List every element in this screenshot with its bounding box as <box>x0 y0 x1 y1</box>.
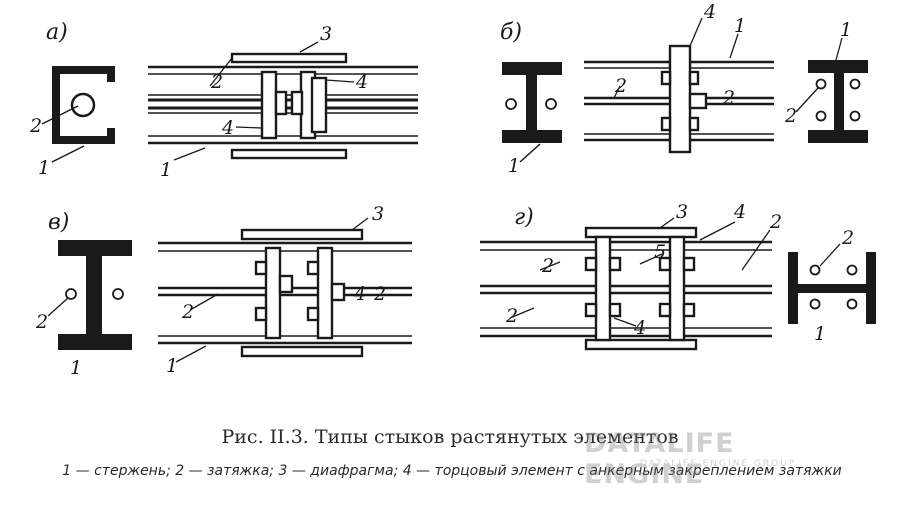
watermark: DATALIFE ENGINE DATALIFE ENGINE GROUP <box>560 428 860 490</box>
panel-b: б) 1 4 1 <box>500 1 868 177</box>
label-2: 2 <box>541 255 554 277</box>
label-4: 4 <box>703 1 716 23</box>
label-3: 3 <box>372 203 384 225</box>
label-4: 4 <box>633 317 646 339</box>
label-1: 1 <box>166 355 178 377</box>
label-4: 4 <box>733 201 746 223</box>
label-4: 4 <box>353 283 366 305</box>
panel-d: г) 3 <box>480 201 876 351</box>
label-2: 2 <box>505 305 518 327</box>
label-1: 1 <box>814 323 826 345</box>
panel-d-cross-section: 2 1 <box>788 227 876 345</box>
label-1: 1 <box>70 357 82 379</box>
figure-caption: Рис. II.3. Типы стыков растянутых элемен… <box>221 426 679 448</box>
panel-b-side-view: 4 1 2 2 <box>584 1 774 154</box>
label-3: 3 <box>320 23 332 45</box>
panel-a-letter: а) <box>46 20 68 45</box>
watermark-sub: DATALIFE ENGINE GROUP <box>640 459 797 469</box>
label-2: 2 <box>373 283 386 305</box>
panel-c: в) 2 1 <box>35 203 412 379</box>
label-3: 3 <box>676 201 688 223</box>
label-1: 1 <box>840 19 852 41</box>
panel-a-cross-section: 2 1 <box>29 66 115 179</box>
label-2: 2 <box>769 211 782 233</box>
label-2: 2 <box>841 227 854 249</box>
label-2: 2 <box>784 105 797 127</box>
panel-c-side-view: 3 2 4 2 1 <box>158 203 412 377</box>
label-4: 4 <box>355 71 368 93</box>
label-2: 2 <box>29 115 42 137</box>
label-1: 1 <box>160 159 172 181</box>
panel-a-side-view: 3 2 4 4 1 <box>148 23 418 181</box>
label-2: 2 <box>181 301 194 323</box>
label-2: 2 <box>614 75 627 97</box>
panel-d-side-view: 3 4 2 5 2 2 4 <box>480 201 782 351</box>
label-2: 2 <box>722 87 735 109</box>
panel-b-cross-section-left: 1 <box>502 62 562 177</box>
label-2: 2 <box>210 71 223 93</box>
panel-d-letter: г) <box>514 205 534 230</box>
panel-b-cross-section-right: 1 2 <box>784 19 868 143</box>
panel-b-letter: б) <box>500 20 522 45</box>
label-1: 1 <box>508 155 520 177</box>
label-1: 1 <box>734 15 746 37</box>
panel-a: а) 2 1 <box>29 20 418 181</box>
panel-c-letter: в) <box>48 210 69 235</box>
watermark-brand: DATALIFE ENGINE <box>584 428 735 490</box>
label-4: 4 <box>221 117 234 139</box>
label-2: 2 <box>35 311 48 333</box>
figure-legend: 1 — стержень; 2 — затяжка; 3 — диафрагма… <box>62 463 842 479</box>
panel-c-cross-section: 2 1 <box>35 240 132 379</box>
label-5: 5 <box>654 241 666 263</box>
label-1: 1 <box>38 157 50 179</box>
